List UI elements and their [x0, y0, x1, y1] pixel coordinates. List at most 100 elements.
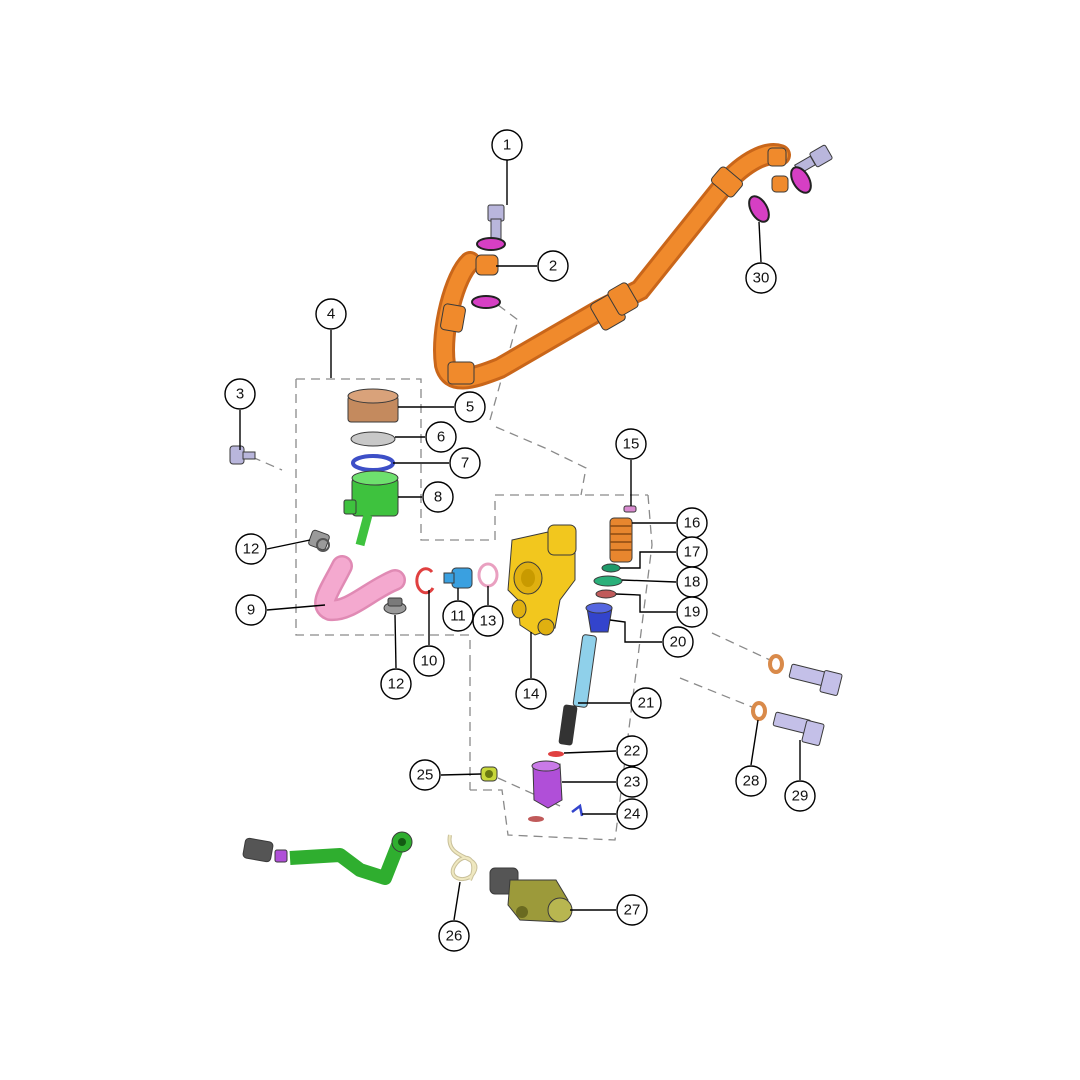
callout-7: 7: [449, 447, 481, 479]
reservoir-cap-5: [347, 388, 399, 423]
callout-8: 8: [422, 481, 454, 513]
callout-26: 26: [438, 920, 470, 952]
callout-29: 29: [784, 780, 816, 812]
return-spring-26: [447, 834, 478, 881]
oring-7: [351, 454, 395, 472]
leader-18: [621, 579, 677, 583]
callout-23: 23: [616, 766, 648, 798]
long-bolt-29-upper: [788, 663, 843, 696]
callout-label: 18: [684, 574, 701, 591]
copper-washer-28-upper: [768, 654, 784, 674]
pin-25: [480, 766, 498, 782]
leader-lines: [239, 160, 801, 921]
callouts: 1 2 3 4 5 6 7 8 9 10 11 12 12 13 14 15 1…: [224, 129, 816, 952]
circlip-10: [415, 567, 435, 595]
bolt3-dash: [251, 456, 283, 471]
callout-20: 20: [662, 626, 694, 658]
hose-ferrule: [447, 361, 475, 385]
brake-lever: [242, 831, 413, 885]
copper-washer-28: [751, 701, 767, 721]
callout-label: 2: [549, 258, 557, 275]
callout-label: 6: [437, 429, 445, 446]
seal-19: [595, 589, 617, 599]
callout-15: 15: [615, 428, 647, 460]
callout-11: 11: [442, 600, 474, 632]
hose-ferrule: [440, 303, 466, 333]
hose-ferrule: [710, 166, 744, 198]
leader-19: [615, 593, 676, 613]
callout-label: 5: [466, 399, 474, 416]
callout-label: 4: [327, 306, 335, 323]
spring-16: [609, 517, 633, 563]
washer-24: [528, 816, 544, 822]
callout-label: 11: [450, 608, 466, 625]
long-bolt-29: [772, 711, 825, 746]
callout-label: 8: [434, 489, 442, 506]
callout-label: 25: [417, 767, 434, 784]
seal-17: [601, 563, 621, 573]
hose-clamp-12-upper: [308, 529, 330, 552]
callout-16: 16: [676, 507, 708, 539]
callout-25: 25: [409, 759, 441, 791]
callout-label: 16: [684, 515, 701, 532]
leader-25: [440, 773, 482, 776]
oring-22: [548, 751, 564, 757]
callout-label: 10: [421, 653, 438, 670]
pump-body-14: [507, 524, 577, 636]
cup-20: [585, 602, 613, 633]
callout-label: 23: [624, 774, 641, 791]
callout-label: 30: [753, 270, 770, 287]
hose-to-reservoir-dash: [489, 304, 519, 421]
hose-to-pump-dash: [495, 426, 587, 496]
hose-clamp-12-lower: [383, 597, 407, 615]
washer-2-lower: [471, 295, 501, 309]
callout-24: 24: [616, 798, 648, 830]
seal-18: [593, 575, 623, 587]
callout-18: 18: [676, 566, 708, 598]
callout-13: 13: [472, 605, 504, 637]
callout-label: 1: [503, 137, 511, 154]
bolt29-bottom-dash: [679, 677, 753, 708]
leader-28: [750, 719, 759, 766]
piston-rod-21: [558, 634, 597, 746]
callout-19: 19: [676, 596, 708, 628]
callout-label: 3: [236, 386, 244, 403]
callout-label: 12: [388, 676, 405, 693]
pin-15: [623, 505, 637, 513]
reservoir-assembly-box: [295, 378, 648, 662]
callout-12-upper: 12: [235, 533, 267, 565]
callout-label: 29: [792, 788, 809, 805]
brake-hose: [433, 143, 791, 390]
oring-13: [477, 562, 499, 588]
leader-20: [609, 619, 662, 643]
callout-label: 9: [247, 602, 255, 619]
callout-3: 3: [224, 378, 256, 410]
leader-9: [266, 604, 326, 611]
callout-label: 12: [243, 541, 260, 558]
banjo-fitting-lower: [475, 254, 499, 276]
pin25-dash: [497, 777, 561, 807]
callout-label: 19: [684, 604, 701, 621]
callout-label: 13: [480, 613, 497, 630]
leader-12-lower: [394, 614, 397, 669]
callout-17: 17: [676, 536, 708, 568]
clip-24: [571, 803, 584, 817]
callout-label: 17: [684, 544, 701, 561]
callout-label: 7: [461, 455, 469, 472]
clevis-23: [531, 760, 563, 809]
callout-12-lower: 12: [380, 668, 412, 700]
callout-label: 27: [624, 902, 641, 919]
callout-30: 30: [745, 262, 777, 294]
callout-2: 2: [537, 250, 569, 282]
banjo-fitting-upper: [767, 147, 787, 167]
callout-label: 15: [623, 436, 640, 453]
pump-assembly-box: [469, 494, 653, 841]
callout-label: 14: [523, 686, 540, 703]
assembly-group-lines: [251, 304, 771, 841]
reservoir-8: [343, 470, 399, 547]
washer-30-lower: [748, 195, 770, 223]
pivot-27: [489, 867, 573, 923]
callout-label: 21: [638, 695, 655, 712]
screw-3: [229, 445, 256, 465]
